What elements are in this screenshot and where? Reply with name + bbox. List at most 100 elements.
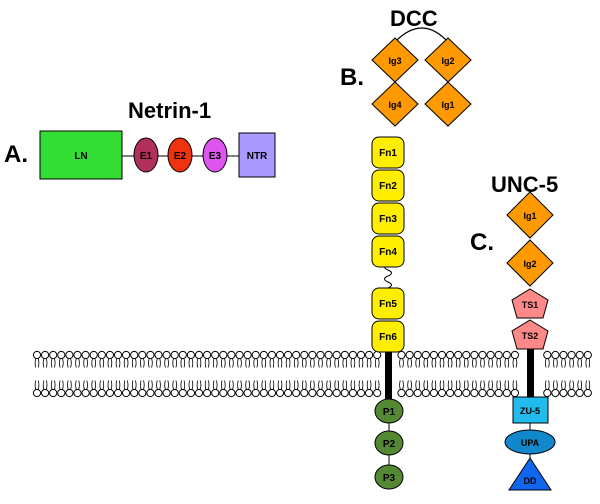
lipid-bottom bbox=[243, 380, 252, 398]
netrin-1-title: Netrin-1 bbox=[128, 98, 211, 123]
lipid-top bbox=[186, 350, 195, 368]
unc5-ts1: TS1 bbox=[511, 288, 549, 319]
e1-domain bbox=[133, 137, 159, 173]
lipid-top bbox=[113, 350, 123, 368]
panel-letter-b: B. bbox=[340, 64, 364, 91]
lipid-top bbox=[57, 350, 66, 368]
unc5-dd: DD bbox=[508, 457, 552, 491]
lipid-top bbox=[340, 350, 349, 368]
dcc-fn1: Fn1 bbox=[371, 136, 405, 169]
lipid-top bbox=[356, 350, 366, 368]
panel-letter-a: A. bbox=[4, 141, 28, 168]
lipid-bottom bbox=[89, 380, 98, 398]
lipid-top bbox=[203, 350, 212, 368]
lipid-top bbox=[275, 350, 285, 368]
ts1-label: TS1 bbox=[522, 300, 539, 310]
lipid-bottom bbox=[470, 380, 479, 398]
lipid-bottom bbox=[65, 380, 74, 398]
e3-domain bbox=[202, 137, 228, 173]
dcc-p2: P2 bbox=[374, 430, 404, 456]
lipid-bottom bbox=[32, 380, 42, 398]
unc5-ig2-label: Ig2 bbox=[523, 259, 536, 269]
fn4-label: Fn4 bbox=[379, 247, 397, 258]
lipid-bottom bbox=[57, 380, 66, 398]
lipid-top bbox=[130, 350, 139, 368]
e1-label: E1 bbox=[140, 151, 153, 162]
fn3-label: Fn3 bbox=[379, 214, 397, 225]
lipid-bottom bbox=[203, 380, 212, 398]
lipid-top bbox=[227, 350, 236, 368]
ig1-label: Ig1 bbox=[441, 100, 454, 110]
dcc-fn5: Fn5 bbox=[371, 287, 405, 320]
lipid-bottom bbox=[429, 380, 438, 398]
lipid-top bbox=[575, 350, 584, 368]
lipid-top bbox=[478, 350, 487, 368]
fn1-label: Fn1 bbox=[379, 148, 397, 159]
lipid-top bbox=[437, 350, 447, 368]
unc5-transmembrane bbox=[527, 345, 534, 397]
lipid-top bbox=[551, 350, 560, 368]
unc5-title: UNC-5 bbox=[491, 172, 558, 197]
dcc-ig4: Ig4 bbox=[371, 81, 419, 127]
lipid-bottom bbox=[316, 380, 325, 398]
upa-label: UPA bbox=[521, 438, 540, 448]
lipid-bottom bbox=[324, 380, 333, 398]
ntr-label: NTR bbox=[247, 151, 268, 162]
lipid-top bbox=[397, 350, 406, 368]
unc5-zu5: ZU-5 bbox=[512, 396, 549, 424]
cell-membrane bbox=[32, 350, 592, 398]
ig3-label: Ig3 bbox=[388, 56, 401, 66]
lipid-bottom bbox=[583, 380, 592, 398]
lipid-bottom bbox=[162, 380, 171, 398]
lipid-bottom bbox=[454, 380, 463, 398]
unc5-ts2: TS2 bbox=[511, 319, 549, 350]
lipid-top bbox=[413, 350, 422, 368]
lipid-bottom bbox=[251, 380, 260, 398]
e2-label: E2 bbox=[174, 151, 187, 162]
lipid-top bbox=[267, 350, 276, 368]
lipid-bottom bbox=[421, 380, 430, 398]
lipid-top bbox=[300, 350, 309, 368]
lipid-bottom bbox=[397, 380, 406, 398]
lipid-top bbox=[348, 350, 357, 368]
e2-domain bbox=[167, 137, 193, 173]
lipid-top bbox=[162, 350, 171, 368]
lipid-bottom bbox=[41, 380, 50, 398]
lipid-bottom bbox=[186, 380, 195, 398]
lipid-bottom bbox=[446, 380, 455, 398]
lipid-top bbox=[146, 350, 155, 368]
lipid-top bbox=[365, 350, 374, 368]
ln-domain bbox=[39, 130, 123, 180]
dcc-group: DCC B. Ig3 Ig2 Ig4 Ig1 Fn1 bbox=[340, 6, 472, 490]
lipid-bottom bbox=[413, 380, 422, 398]
lipid-top bbox=[284, 350, 293, 368]
lipid-top bbox=[211, 350, 220, 368]
lipid-bottom bbox=[340, 380, 349, 398]
dcc-fn6: Fn6 bbox=[371, 320, 405, 353]
lipid-top bbox=[429, 350, 438, 368]
lipid-bottom bbox=[122, 380, 131, 398]
lipid-bottom bbox=[194, 380, 204, 398]
lipid-top bbox=[97, 350, 106, 368]
lipid-bottom bbox=[478, 380, 487, 398]
lipid-bottom bbox=[259, 380, 268, 398]
ntr-domain bbox=[238, 132, 276, 178]
unc5-group: UNC-5 C. Ig1 Ig2 TS1 TS2 ZU-5 UPA bbox=[470, 172, 558, 491]
lipid-bottom bbox=[356, 380, 366, 398]
lipid-bottom bbox=[211, 380, 220, 398]
netrin-1-group: A. Netrin-1 LN E1 E2 E3 NTR bbox=[4, 98, 276, 180]
ig2-label: Ig2 bbox=[441, 56, 454, 66]
unc5-ig1-label: Ig1 bbox=[523, 211, 536, 221]
lipid-top bbox=[49, 350, 58, 368]
lipid-top bbox=[243, 350, 252, 368]
lipid-bottom bbox=[365, 380, 374, 398]
dcc-fn4: Fn4 bbox=[371, 235, 405, 268]
lipid-top bbox=[494, 350, 503, 368]
lipid-bottom bbox=[81, 380, 90, 398]
lipid-top bbox=[543, 350, 552, 368]
lipid-top bbox=[89, 350, 98, 368]
lipid-bottom bbox=[146, 380, 155, 398]
lipid-bottom bbox=[405, 380, 414, 398]
zu5-label: ZU-5 bbox=[520, 406, 540, 416]
